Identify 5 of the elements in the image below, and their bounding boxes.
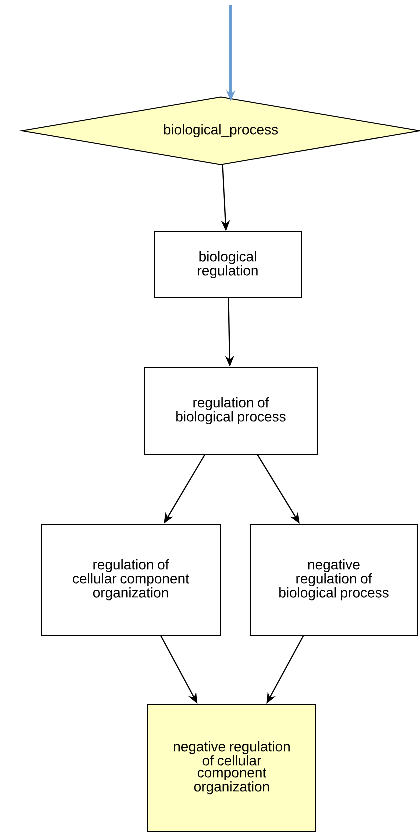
process-box: regulation of cellular component organization bbox=[41, 524, 221, 636]
process-box: biological regulation bbox=[154, 232, 302, 298]
process-box: regulation of biological process bbox=[144, 367, 318, 455]
process-box: negative regulation of biological process bbox=[250, 524, 418, 636]
process-box: negative regulation of cellular component organization bbox=[148, 704, 316, 832]
